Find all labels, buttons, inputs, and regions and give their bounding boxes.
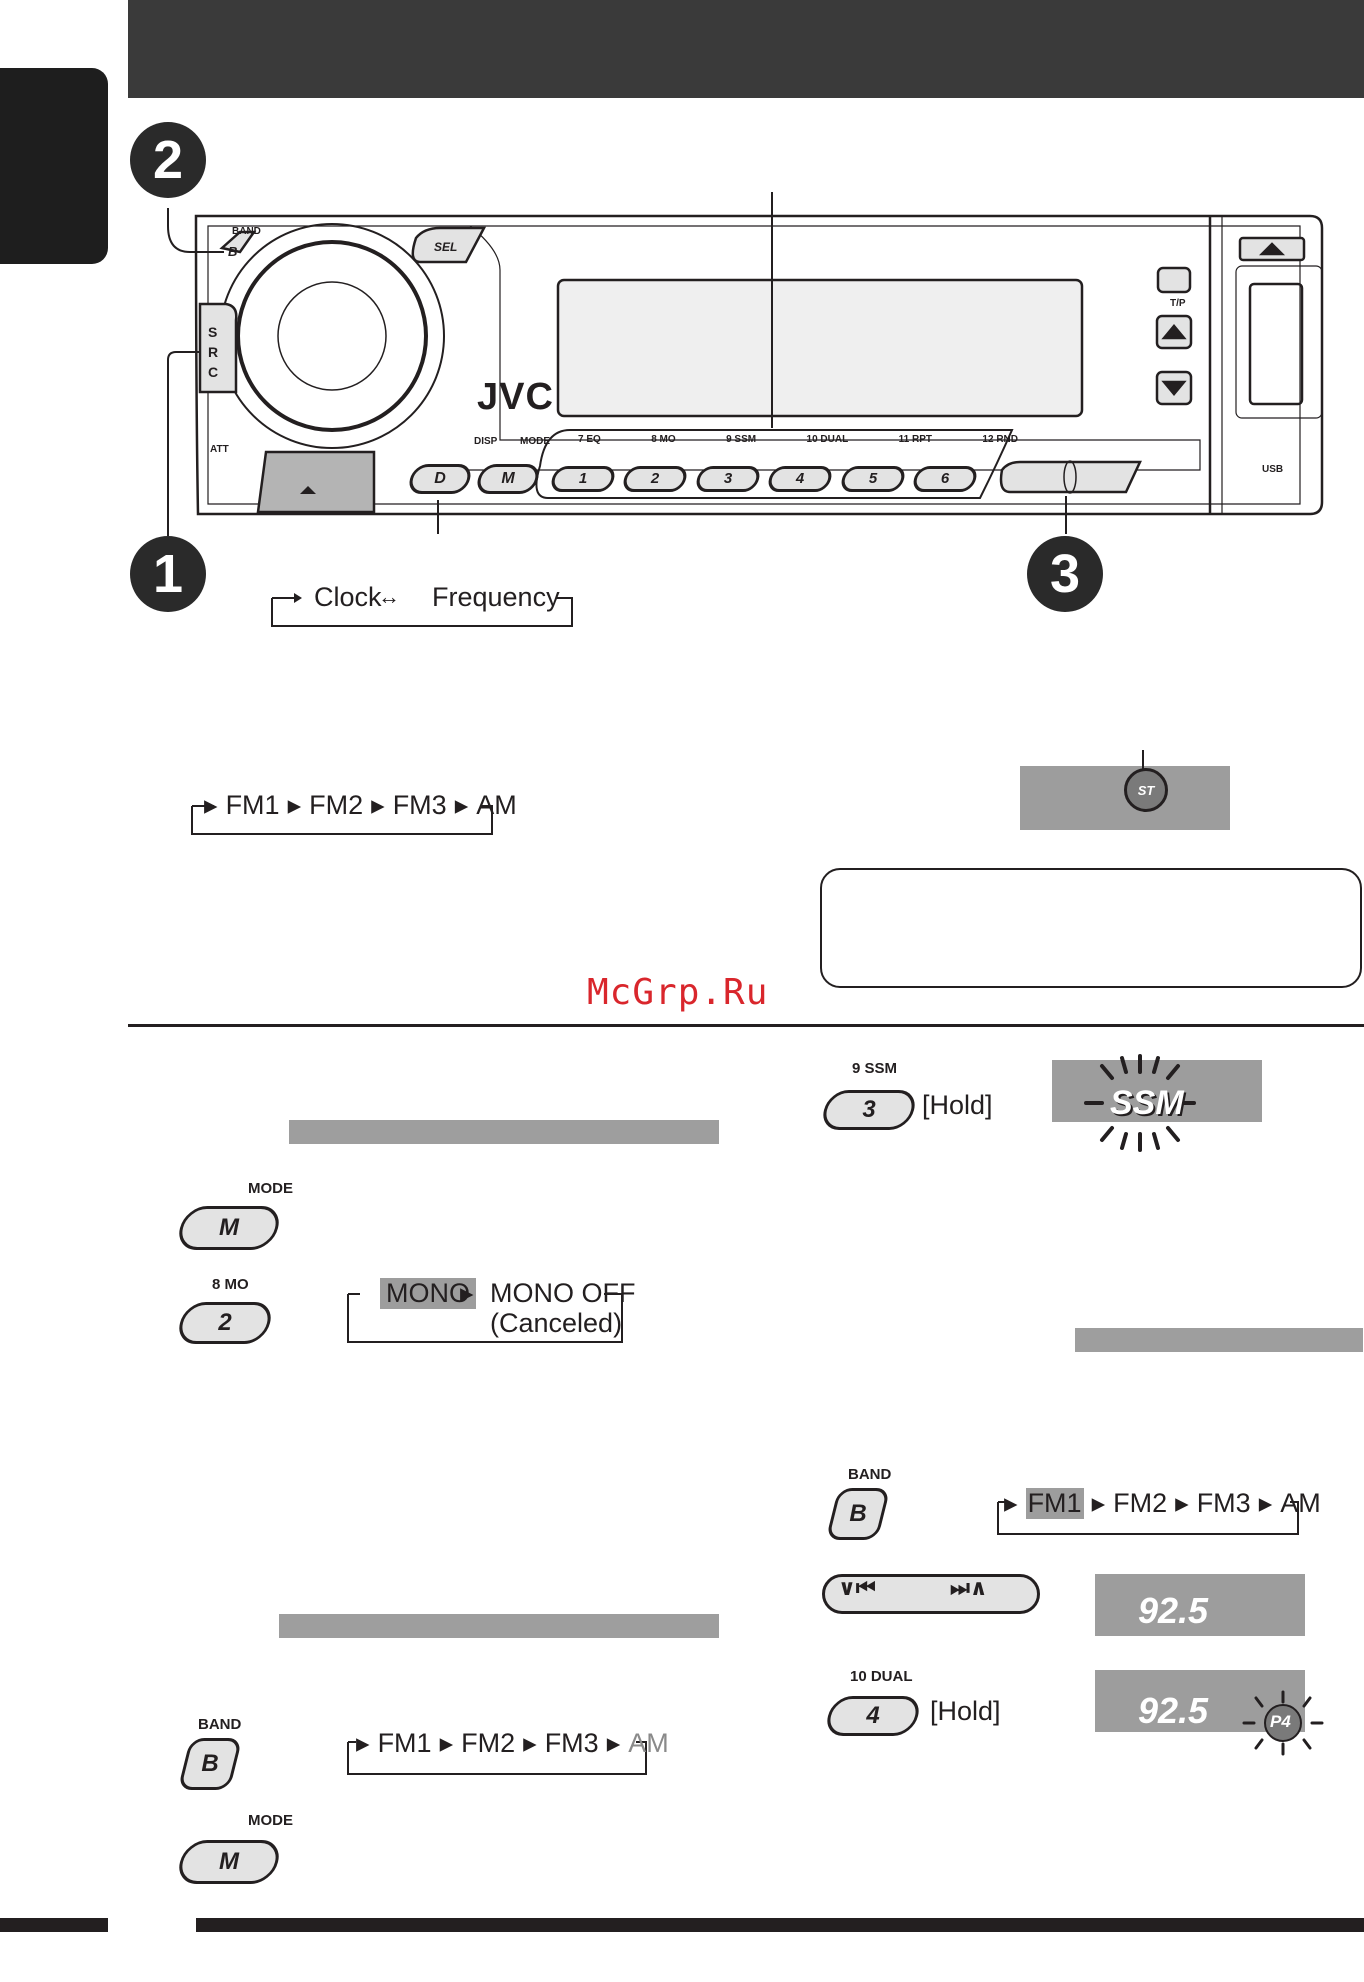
st-indicator: ST bbox=[1124, 768, 1168, 812]
faceplate-sel-button[interactable]: SEL bbox=[434, 240, 458, 254]
p4-indicator: P4 bbox=[1270, 1712, 1291, 1731]
brand-logo: JVC bbox=[477, 376, 554, 418]
left-heading-bar-1 bbox=[289, 1120, 719, 1144]
mono-highlight: MONO bbox=[380, 1278, 476, 1309]
bidirectional-arrow-icon: ↔ bbox=[378, 584, 400, 609]
step-two-marker: 2 bbox=[130, 122, 206, 198]
left-heading-bar-2 bbox=[279, 1614, 719, 1638]
preset-label: 12 RND bbox=[982, 434, 1018, 445]
band-fm1: FM1 bbox=[1025, 1488, 1084, 1519]
right-heading-bar bbox=[1075, 1328, 1363, 1352]
band-fm3: FM3 bbox=[1196, 1488, 1251, 1518]
faceplate-disp-label: DISP bbox=[474, 436, 498, 447]
faceplate-usb-label: USB bbox=[1262, 464, 1284, 475]
ssm-hold: [Hold] bbox=[922, 1090, 993, 1120]
faceplate-band-label: BAND bbox=[232, 226, 261, 237]
p4-burst-icon bbox=[1242, 1690, 1324, 1756]
faceplate-mode-button[interactable]: M bbox=[474, 464, 542, 494]
left-mo-label: 8 MO bbox=[212, 1276, 249, 1293]
preset-button-6[interactable]: 6 bbox=[910, 466, 980, 492]
st-leader-line bbox=[1142, 750, 1144, 770]
band-fm2: FM2 bbox=[1113, 1488, 1168, 1518]
faceplate-preset-buttons: 1 2 3 4 5 6 bbox=[548, 466, 980, 492]
step-one-marker: 1 bbox=[130, 536, 206, 612]
preset-button-5[interactable]: 5 bbox=[838, 466, 907, 492]
band-fm1: FM1 bbox=[377, 1728, 432, 1758]
footer-bar-left bbox=[0, 1918, 108, 1932]
seek-button[interactable] bbox=[822, 1574, 1040, 1614]
freq-display-text: 92.5 bbox=[1138, 1590, 1209, 1631]
ssm-display-text: SSM bbox=[1110, 1084, 1184, 1122]
preset-label: 9 SSM bbox=[726, 434, 757, 445]
ssm-button[interactable]: 3 bbox=[819, 1090, 919, 1130]
faceplate-preset-labels: 7 EQ 8 MO 9 SSM 10 DUAL 11 RPT 12 RND bbox=[578, 434, 1018, 445]
section-divider bbox=[128, 1024, 1364, 1027]
watermark: McGrp.Ru bbox=[587, 972, 769, 1013]
preset-label: 10 DUAL bbox=[806, 434, 849, 445]
band-fm2: FM2 bbox=[461, 1728, 516, 1758]
band-cycle-top: ▸FM1▸FM2▸FM3▸AM bbox=[204, 790, 517, 820]
mono-off: MONO OFF bbox=[490, 1278, 636, 1308]
ssm-display bbox=[1052, 1060, 1262, 1122]
dual-label: 10 DUAL bbox=[850, 1668, 913, 1685]
band-fm2: FM2 bbox=[309, 790, 364, 820]
left-band-label: BAND bbox=[198, 1716, 242, 1733]
freq-display bbox=[1095, 1574, 1305, 1636]
left-mode-label: MODE bbox=[248, 1180, 293, 1197]
preset-button-2[interactable]: 2 bbox=[621, 466, 690, 492]
faceplate-src-button[interactable]: S R C bbox=[208, 324, 219, 380]
dual-button[interactable]: 4 bbox=[823, 1696, 923, 1736]
preset-button-3[interactable]: 3 bbox=[693, 466, 763, 492]
right-band-label: BAND bbox=[848, 1466, 892, 1483]
band-fm3: FM3 bbox=[544, 1728, 599, 1758]
faceplate-att-label: ATT bbox=[210, 444, 229, 455]
preset-label: 8 MO bbox=[651, 434, 676, 445]
left-mode-button-2[interactable]: M bbox=[174, 1840, 284, 1884]
disp-cycle-frequency: Frequency bbox=[432, 582, 560, 612]
side-tab bbox=[0, 68, 108, 264]
left-band-cycle: ▸FM1▸FM2▸FM3▸AM bbox=[356, 1728, 669, 1758]
ssm-burst-icon bbox=[1084, 1054, 1196, 1152]
preset-label: 11 RPT bbox=[898, 434, 932, 445]
left-mo-button[interactable]: 2 bbox=[174, 1302, 276, 1344]
left-mode-button[interactable]: M bbox=[174, 1206, 284, 1250]
band-fm1: FM1 bbox=[225, 790, 280, 820]
preset-button-1[interactable]: 1 bbox=[548, 466, 618, 492]
faceplate-disp-button[interactable]: D bbox=[406, 464, 474, 494]
header-bar bbox=[128, 0, 1364, 98]
footer-bar-right bbox=[196, 1918, 1364, 1932]
left-band-button[interactable]: B bbox=[177, 1738, 243, 1790]
faceplate-tp-label: T/P bbox=[1170, 298, 1186, 309]
disp-cycle-clock: Clock bbox=[314, 582, 382, 612]
step-three-marker: 3 bbox=[1027, 536, 1103, 612]
band-cycle-bracket bbox=[191, 805, 493, 835]
band-fm3: FM3 bbox=[392, 790, 447, 820]
right-band-cycle: ▸FM1▸FM2▸FM3▸AM bbox=[1004, 1488, 1321, 1519]
preset-display-text: 92.5 bbox=[1138, 1690, 1209, 1731]
disp-cycle-bracket bbox=[271, 593, 573, 627]
band-am: AM bbox=[1280, 1488, 1321, 1518]
preset-button-4[interactable]: 4 bbox=[765, 466, 835, 492]
band-am: AM bbox=[476, 790, 517, 820]
seek-forward-icon: ⏭∧ bbox=[950, 1576, 988, 1601]
seek-back-icon: ∨⏮ bbox=[838, 1576, 876, 1601]
right-band-cycle-bracket bbox=[997, 1501, 1299, 1535]
mono-canceled: (Canceled) bbox=[490, 1308, 623, 1338]
left-mode-label-2: MODE bbox=[248, 1812, 293, 1829]
faceplate-mode-label: MODE bbox=[520, 436, 550, 447]
mono-cycle-bracket bbox=[347, 1293, 623, 1343]
dual-hold: [Hold] bbox=[930, 1696, 1001, 1726]
faceplate-illustration bbox=[167, 192, 1324, 536]
faceplate-band-button[interactable]: B bbox=[228, 244, 238, 259]
mono-arrow-icon: ▸ bbox=[460, 1278, 474, 1308]
right-band-button[interactable]: B bbox=[825, 1488, 891, 1540]
left-band-cycle-bracket bbox=[347, 1741, 647, 1775]
band-am: AM bbox=[628, 1728, 669, 1758]
note-box bbox=[820, 868, 1362, 988]
ssm-label: 9 SSM bbox=[852, 1060, 898, 1077]
preset-label: 7 EQ bbox=[578, 434, 601, 445]
